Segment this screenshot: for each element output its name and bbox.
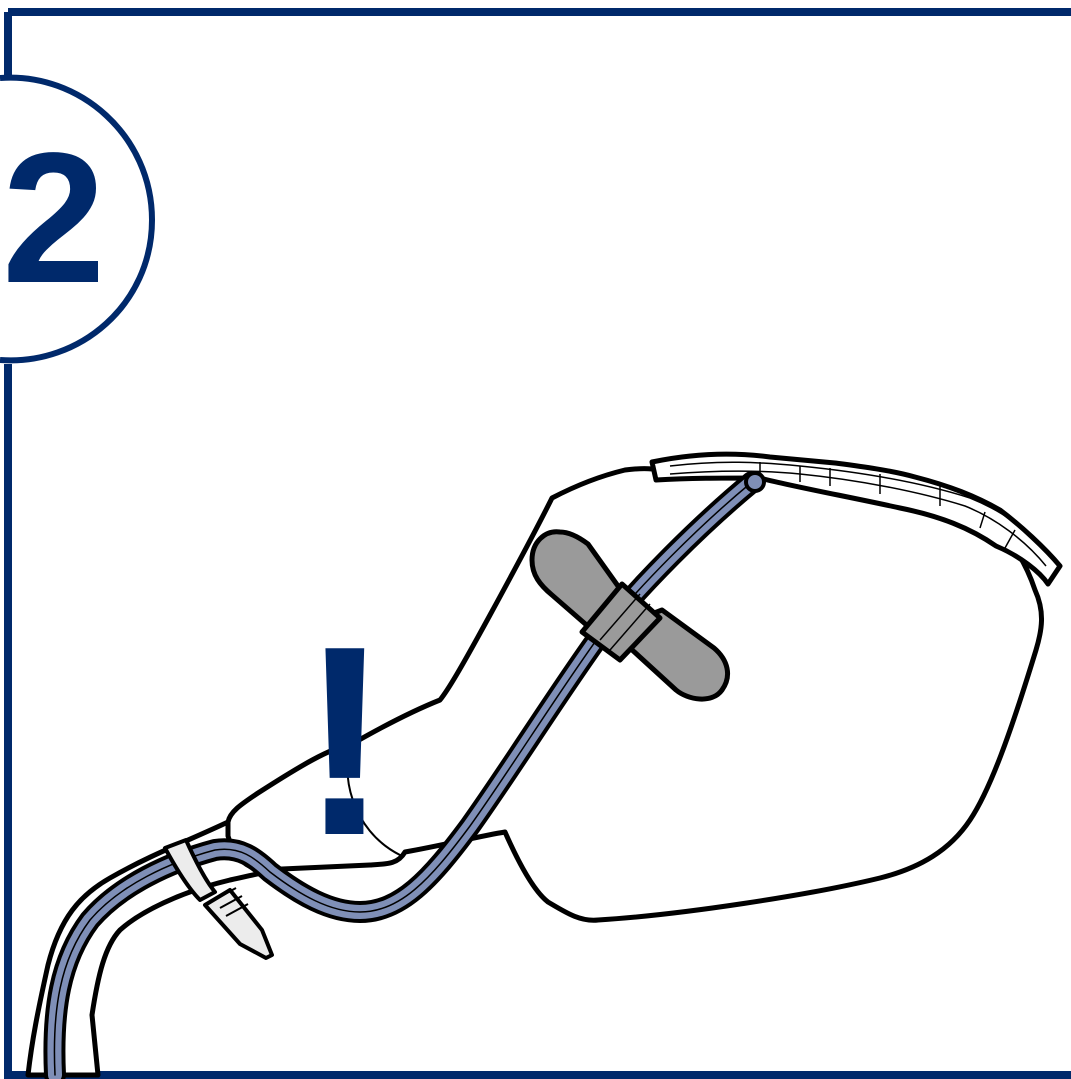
exclamation-icon: ! bbox=[300, 591, 390, 892]
step-badge: 2 bbox=[0, 78, 152, 361]
hose-end-fitting bbox=[746, 473, 764, 491]
warning-symbol: ! bbox=[300, 591, 390, 892]
step-number: 2 bbox=[2, 115, 105, 322]
